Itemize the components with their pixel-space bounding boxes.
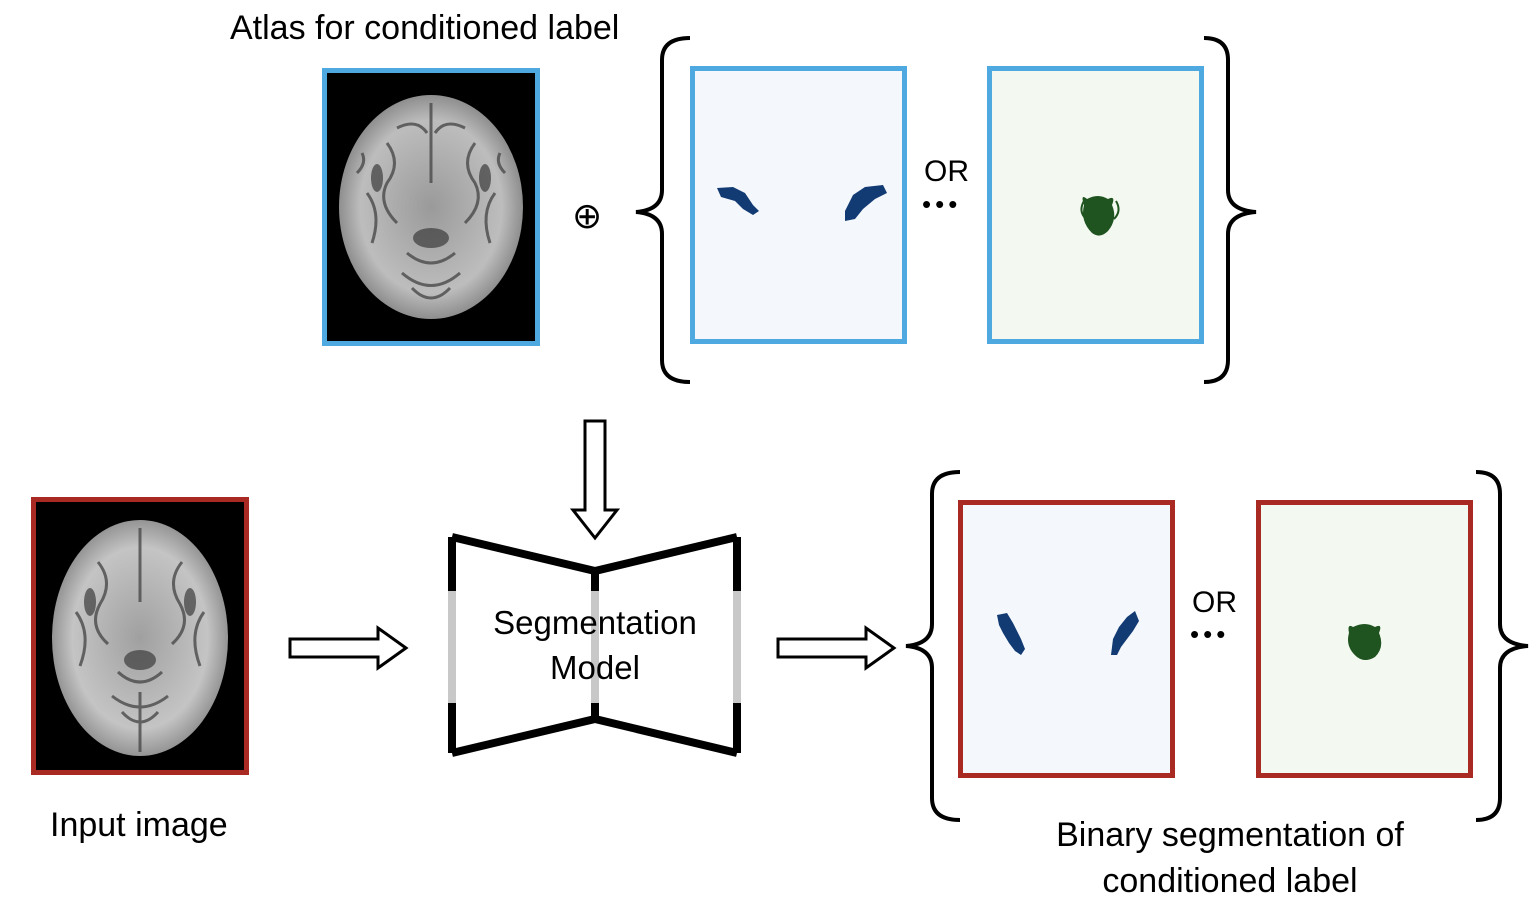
input-caption: Input image xyxy=(50,806,228,844)
segmentation-model-shape xyxy=(448,533,741,757)
right-arrow-into-model xyxy=(288,625,409,671)
output-brainstem-structure xyxy=(1348,624,1382,660)
output-ellipsis: ••• xyxy=(1190,619,1230,649)
down-arrow xyxy=(569,419,621,541)
top-right-brace xyxy=(1203,36,1257,384)
model-label-line1: Segmentation xyxy=(493,604,697,641)
model-label-line2: Model xyxy=(550,649,640,686)
atlas-label-map-green xyxy=(987,66,1204,344)
output-caption: Binary segmentation of conditioned label xyxy=(1030,812,1430,904)
output-caption-line1: Binary segmentation of xyxy=(1056,816,1404,854)
atlas-mri-image xyxy=(322,68,540,346)
input-mri-image xyxy=(31,497,249,775)
atlas-or-text: OR xyxy=(924,155,969,188)
bottom-right-brace xyxy=(1475,470,1529,822)
atlas-title: Atlas for conditioned label xyxy=(230,9,620,47)
right-arrow-out-of-model xyxy=(776,625,897,671)
oplus-operator: ⊕ xyxy=(572,195,603,236)
output-label-map-blue xyxy=(958,500,1175,778)
atlas-left-structure xyxy=(717,187,759,215)
top-left-brace xyxy=(635,36,691,384)
output-left-structure xyxy=(997,613,1025,655)
atlas-ellipsis: ••• xyxy=(922,189,962,219)
atlas-label-map-blue xyxy=(690,66,907,344)
atlas-brainstem-structure xyxy=(1082,196,1115,236)
output-label-map-green xyxy=(1256,500,1473,778)
output-or-text: OR xyxy=(1192,586,1237,619)
bottom-left-brace xyxy=(905,470,961,822)
atlas-right-structure xyxy=(845,185,887,221)
output-caption-line2: conditioned label xyxy=(1102,862,1358,900)
output-right-structure xyxy=(1111,611,1139,655)
segmentation-model-label: Segmentation Model xyxy=(440,600,750,690)
